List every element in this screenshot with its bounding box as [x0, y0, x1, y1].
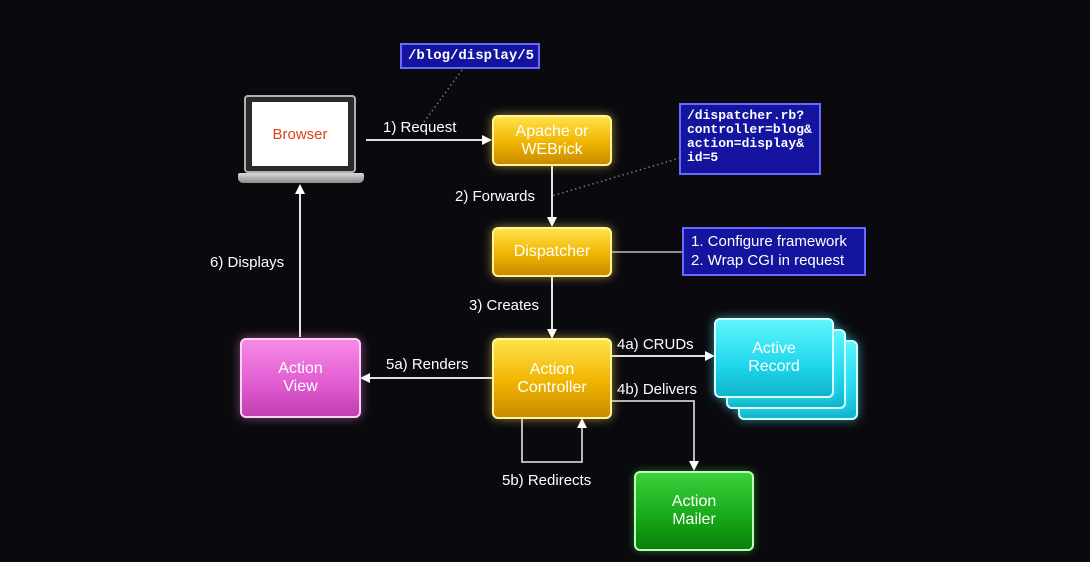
displays-label: 6) Displays	[210, 254, 285, 271]
delivers-arrow	[612, 400, 699, 471]
renders-label: 5a) Renders	[386, 356, 469, 373]
redirects-arrow	[521, 418, 587, 463]
url-note: /blog/display/5	[400, 43, 540, 69]
delivers-label: 4b) Delivers	[617, 381, 698, 398]
url-callout-line	[423, 69, 463, 123]
view-label-line2: View	[283, 378, 318, 395]
dispatcher-label: Dispatcher	[513, 243, 591, 260]
browser-label: Browser	[252, 102, 348, 166]
controller-label-line1: Action	[529, 360, 575, 378]
dispatcher-tasks-note: 1. Configure framework 2. Wrap CGI in re…	[682, 227, 866, 276]
mailer-label-line1: Action	[671, 493, 717, 510]
server-label-line2: WEBrick	[521, 140, 583, 158]
dispatcher-url-note: /dispatcher.rb? controller=blog& action=…	[679, 103, 821, 175]
server-label-line1: Apache or	[515, 122, 589, 140]
redirects-label: 5b) Redirects	[502, 472, 592, 489]
creates-label: 3) Creates	[469, 297, 540, 314]
record-label-line2: Record	[748, 358, 800, 375]
laptop-base	[238, 173, 364, 183]
mailer-label-line2: Mailer	[672, 511, 716, 528]
cruds-label: 4a) CRUDs	[617, 336, 694, 353]
forwards-label: 2) Forwards	[455, 188, 536, 205]
request-label: 1) Request	[383, 119, 457, 136]
record-label-line1: Active	[752, 340, 796, 357]
view-label-line1: Action	[278, 360, 323, 377]
controller-label-line2: Controller	[517, 378, 587, 396]
dispatcher-node: Dispatcher	[492, 227, 612, 277]
laptop-icon: Browser	[244, 95, 356, 173]
